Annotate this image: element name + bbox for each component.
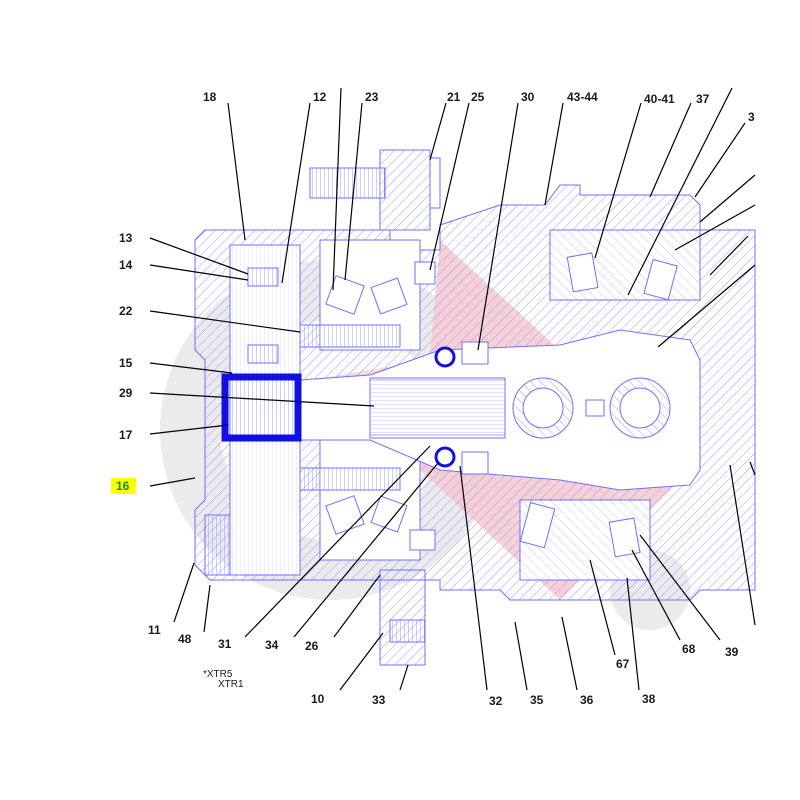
callout-12[interactable]: 12 — [313, 90, 327, 104]
callout-labels: 18 12 23 21 25 30 43-44 40-41 37 3 13 14… — [116, 90, 755, 708]
callout-31[interactable]: 31 — [218, 637, 232, 651]
top-bolt — [309, 149, 441, 231]
callout-39[interactable]: 39 — [725, 645, 739, 659]
callout-3[interactable]: 3 — [748, 110, 755, 124]
callout-33[interactable]: 33 — [372, 693, 386, 707]
shaft — [299, 329, 701, 491]
bearings — [325, 252, 678, 558]
callout-25[interactable]: 25 — [471, 90, 485, 104]
callout-18[interactable]: 18 — [203, 90, 217, 104]
note-xtr5: *XTR5 — [203, 669, 233, 680]
callout-15[interactable]: 15 — [119, 356, 133, 370]
callout-14[interactable]: 14 — [119, 258, 133, 272]
callout-17[interactable]: 17 — [119, 428, 133, 442]
callout-48[interactable]: 48 — [178, 632, 192, 646]
callout-68[interactable]: 68 — [682, 642, 696, 656]
callout-36[interactable]: 36 — [580, 693, 594, 707]
callout-67[interactable]: 67 — [616, 657, 630, 671]
callout-34[interactable]: 34 — [265, 638, 279, 652]
callout-30[interactable]: 30 — [521, 90, 535, 104]
callout-13[interactable]: 13 — [119, 231, 133, 245]
note-xtr1: XTR1 — [218, 679, 244, 690]
callout-38[interactable]: 38 — [642, 692, 656, 706]
callout-16-highlight — [111, 478, 136, 494]
callout-23[interactable]: 23 — [365, 90, 379, 104]
highlighted-part-16[interactable] — [221, 373, 302, 442]
callout-26[interactable]: 26 — [305, 639, 319, 653]
callout-43-44[interactable]: 43-44 — [567, 90, 598, 104]
callout-37[interactable]: 37 — [696, 92, 710, 106]
callout-22[interactable]: 22 — [119, 304, 133, 318]
callout-16[interactable]: 16 — [116, 479, 130, 493]
leader-lines — [149, 87, 756, 691]
seal-rings — [434, 346, 456, 468]
notes: *XTR5 XTR1 — [203, 669, 244, 690]
callout-10[interactable]: 10 — [311, 692, 325, 706]
gear-bolts — [204, 267, 401, 576]
callout-35[interactable]: 35 — [530, 693, 544, 707]
callout-40-41[interactable]: 40-41 — [644, 92, 675, 106]
callout-11[interactable]: 11 — [148, 623, 161, 637]
callout-32[interactable]: 32 — [489, 694, 503, 708]
callout-21[interactable]: 21 — [447, 90, 461, 104]
callout-29[interactable]: 29 — [119, 386, 133, 400]
bottom-bolt — [379, 569, 426, 666]
